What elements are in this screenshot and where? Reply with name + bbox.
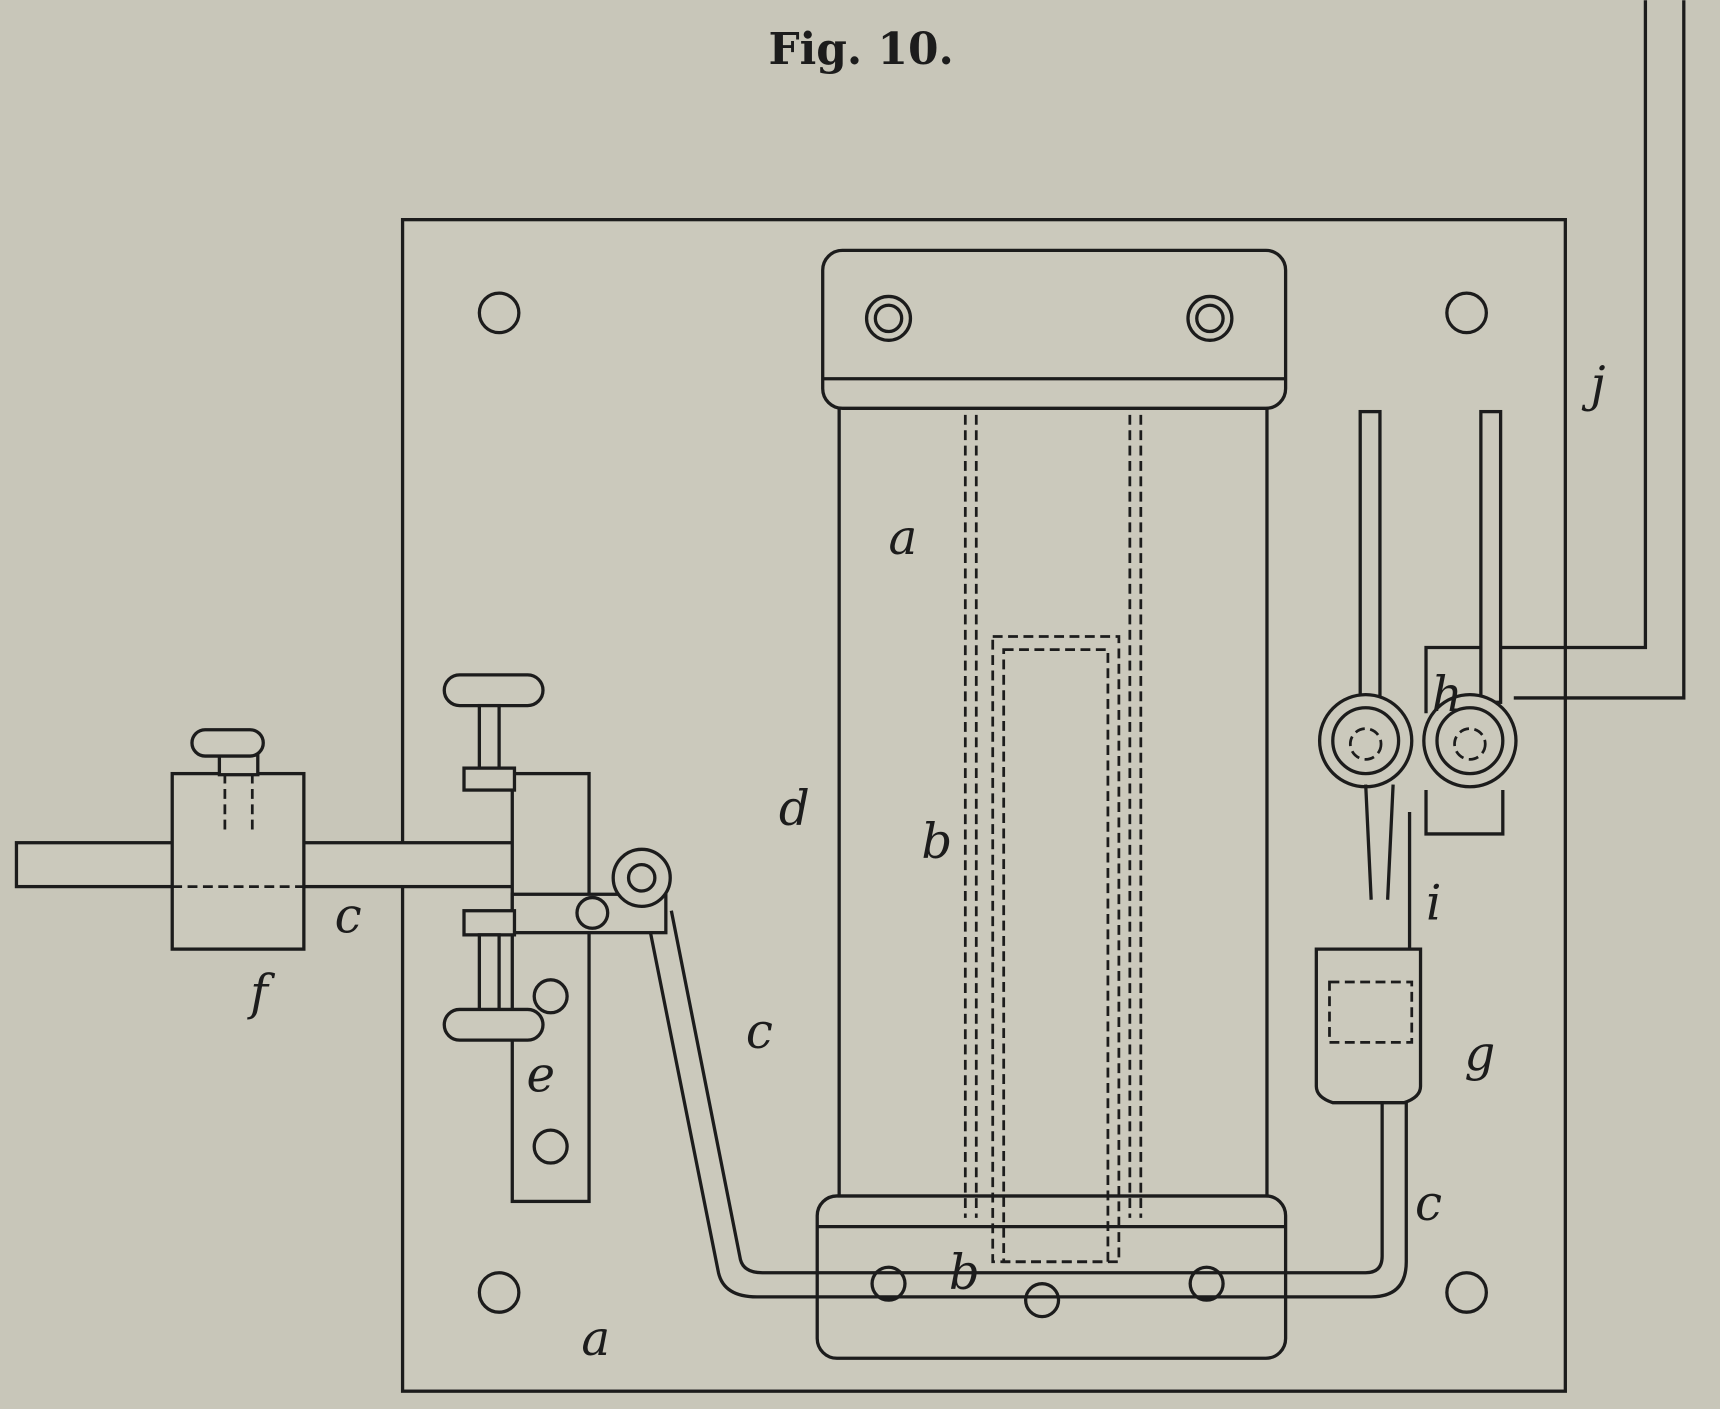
label-b-inner: b bbox=[921, 814, 952, 870]
label-g: g bbox=[1464, 1026, 1495, 1082]
bottom-screws bbox=[870, 1265, 1225, 1319]
bracket-e bbox=[442, 673, 668, 1204]
label-c-tube: c bbox=[1415, 1176, 1442, 1232]
label-e: e bbox=[527, 1048, 556, 1104]
main-body bbox=[837, 404, 1269, 1198]
bottom-clamp bbox=[815, 1194, 1288, 1360]
label-a-plate: a bbox=[581, 1311, 610, 1367]
label-c-arm: c bbox=[746, 1004, 773, 1060]
pivot-d bbox=[575, 847, 672, 930]
top-clamp bbox=[821, 248, 1288, 410]
label-j: j bbox=[1582, 357, 1606, 413]
label-f: f bbox=[247, 965, 275, 1021]
label-i: i bbox=[1426, 876, 1441, 932]
cup-g bbox=[1314, 947, 1423, 1105]
label-c-lever: c bbox=[335, 889, 362, 945]
arm-c bbox=[645, 910, 1408, 1299]
label-d: d bbox=[779, 781, 810, 837]
wire-j bbox=[1424, 0, 1686, 714]
label-a-body: a bbox=[889, 510, 918, 566]
top-screws bbox=[864, 294, 1234, 342]
label-h: h bbox=[1432, 667, 1463, 723]
tubes bbox=[1358, 409, 1503, 704]
mounting-holes bbox=[477, 291, 1488, 1314]
figure-title: Fig. 10. bbox=[768, 24, 953, 75]
wires-i bbox=[1364, 784, 1505, 955]
inner-dashed-channels bbox=[963, 384, 1143, 1264]
weight-f bbox=[170, 728, 306, 951]
rollers-h bbox=[1317, 692, 1518, 789]
label-b-bottom: b bbox=[949, 1245, 980, 1301]
